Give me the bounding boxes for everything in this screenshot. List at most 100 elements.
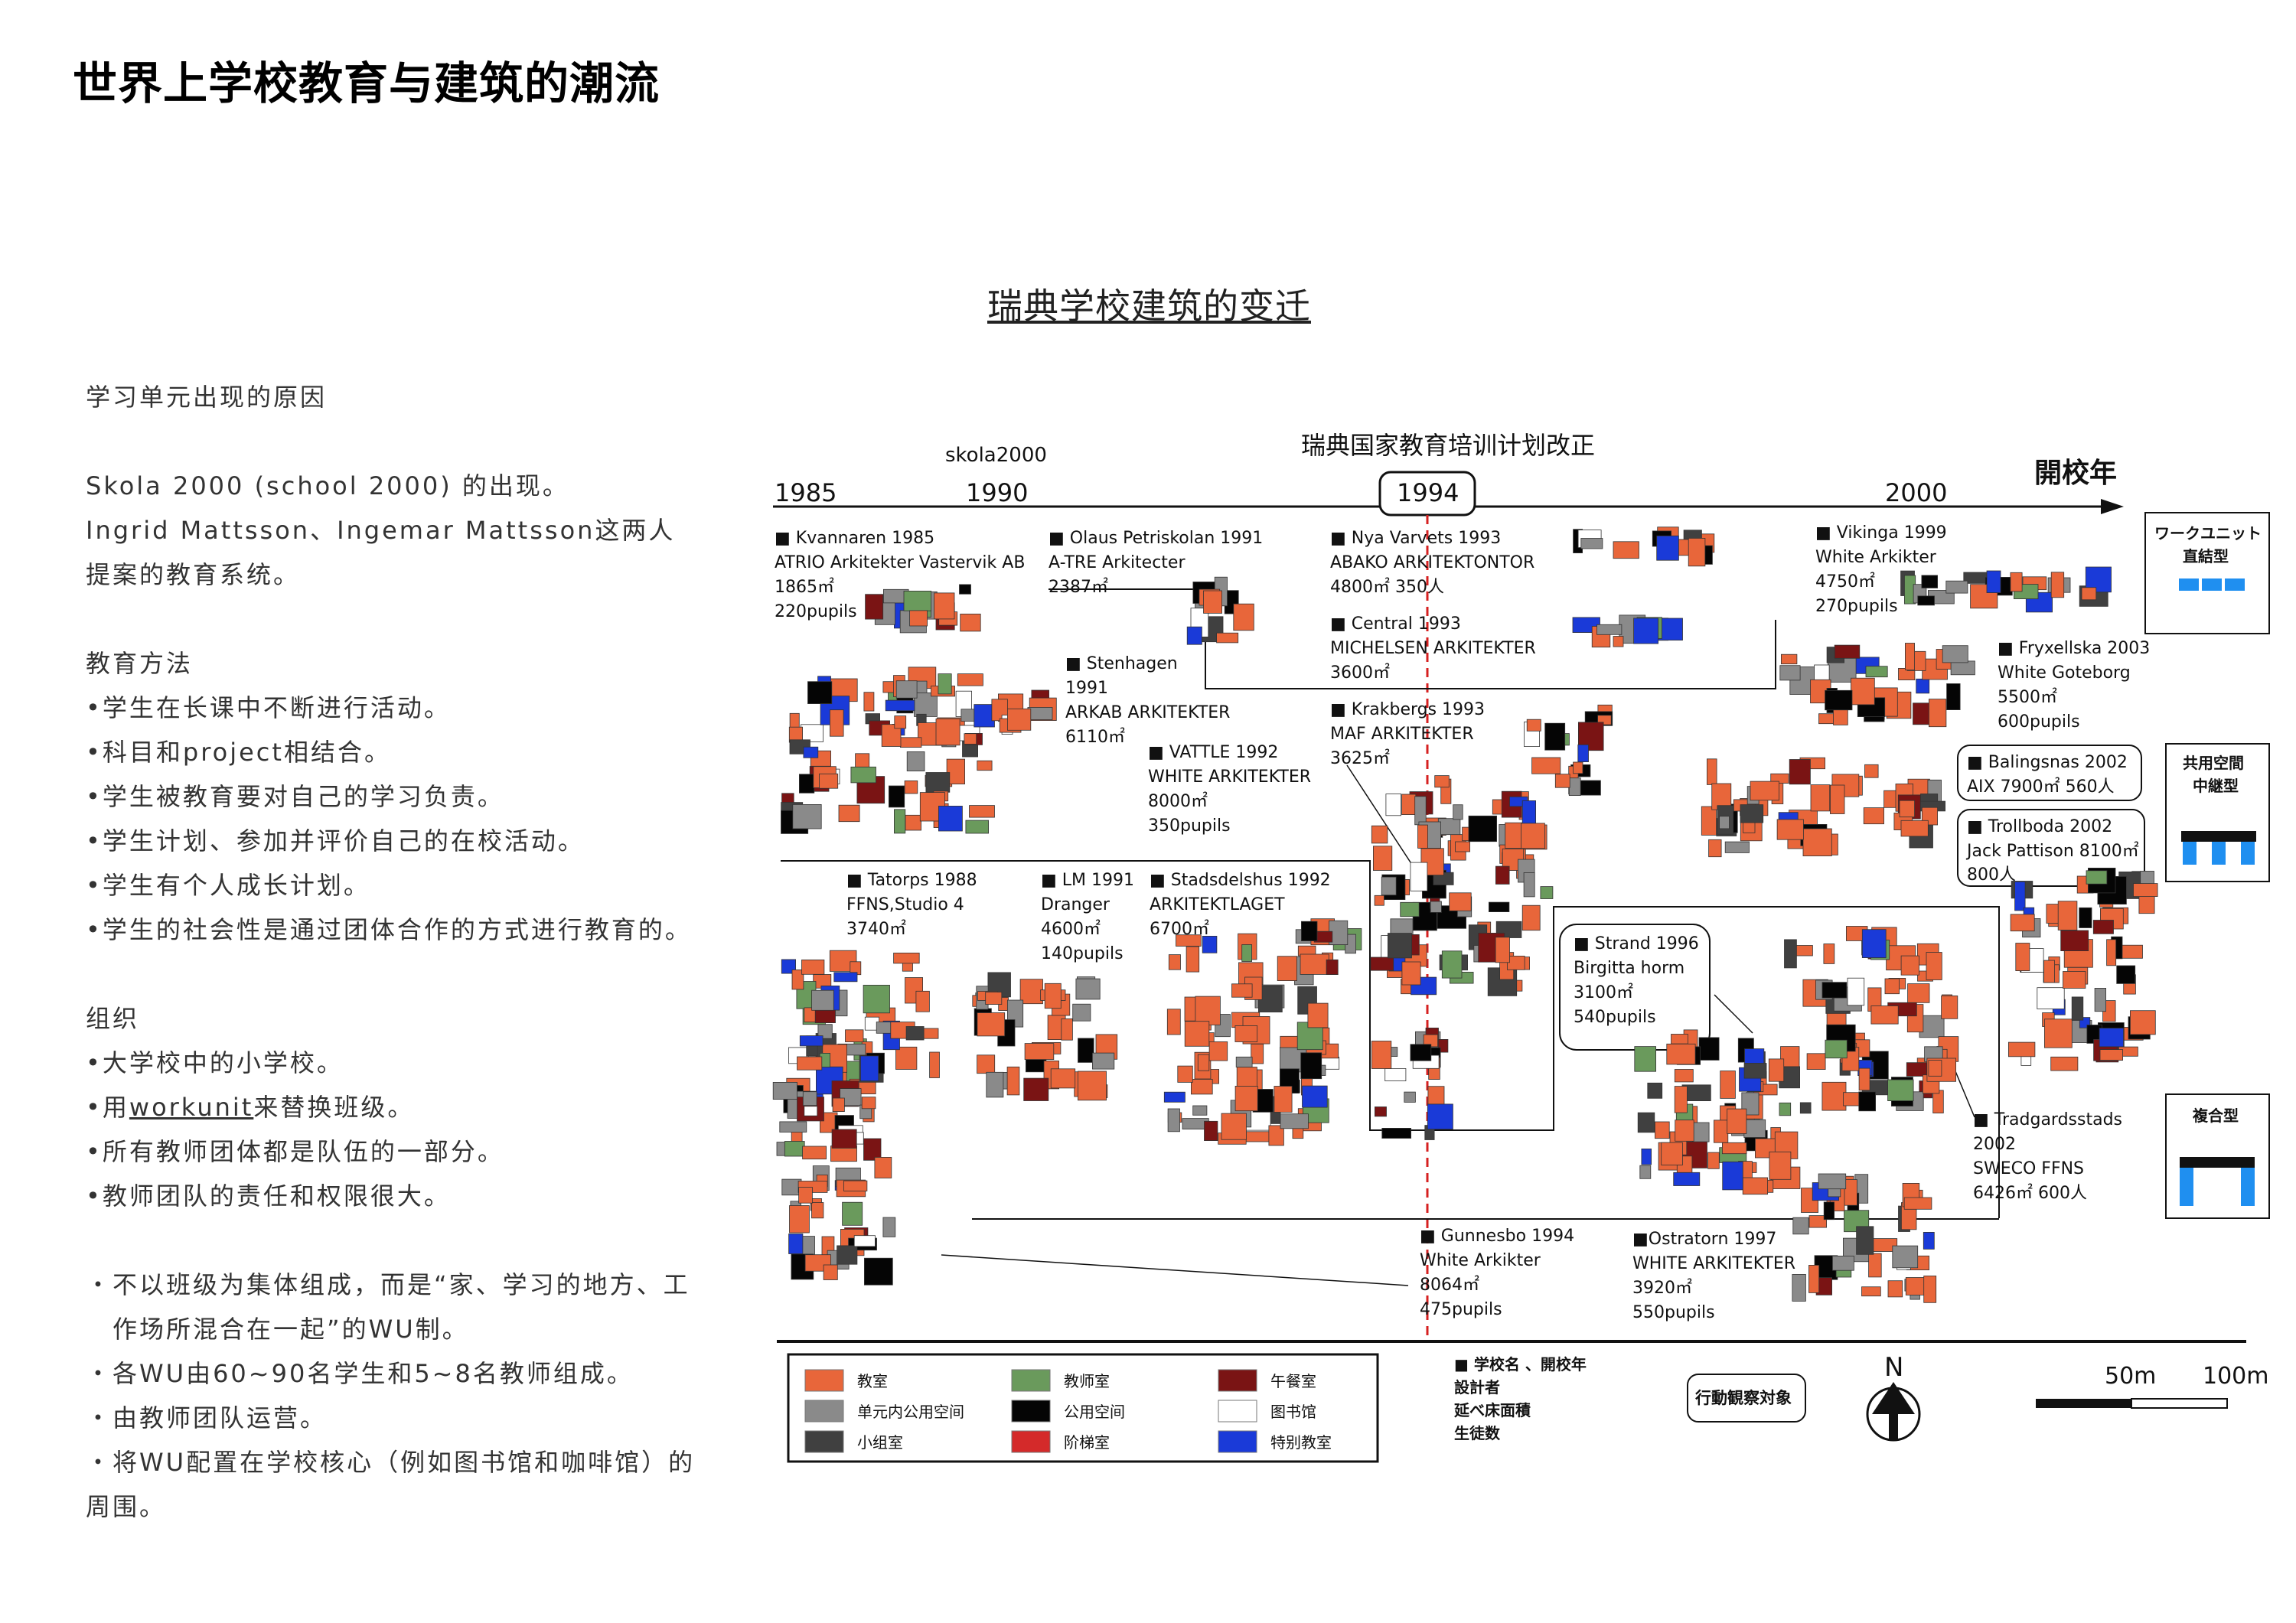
plan-room — [1671, 1034, 1688, 1045]
plan-room — [1780, 653, 1798, 665]
school-name: ■ Trollboda 2002 — [1967, 817, 2112, 836]
plan-room — [1596, 624, 1623, 635]
axis-label: 開校年 — [2034, 458, 2117, 489]
school-pupils: 475pupils — [1420, 1300, 1502, 1319]
plan-room — [811, 1202, 824, 1219]
building-plan — [1572, 614, 1683, 648]
method-5: •学生有个人成长计划。 — [86, 871, 370, 900]
gunnesbo-leader — [941, 1254, 1409, 1286]
school-info: 6426㎡ 600人 — [1973, 1183, 2087, 1203]
plan-room — [1932, 1090, 1944, 1114]
type-relay-line2: 中継型 — [2193, 777, 2239, 795]
school-area: 2387㎡ — [1049, 577, 1108, 597]
building-plan — [1186, 576, 1254, 645]
plan-room — [1208, 1041, 1228, 1061]
plan-room — [2129, 1010, 2156, 1035]
plan-room — [1654, 1121, 1670, 1139]
type-box-frame — [2144, 512, 2270, 634]
building-plan — [1701, 757, 1945, 858]
plan-room — [876, 1022, 892, 1034]
plan-room — [1887, 1280, 1903, 1298]
note-5: ・将WU配置在学校核心（例如图书馆和咖啡馆）的 — [86, 1448, 696, 1477]
plan-room — [959, 584, 971, 595]
plan-room — [2010, 572, 2023, 592]
plan-room — [2015, 943, 2030, 971]
school-architect: ARKITEKTLAGET — [1150, 895, 1285, 914]
school-name: ■ Kvannaren 1985 — [775, 529, 934, 548]
type-relay-unit — [2183, 842, 2197, 865]
plan-room — [1792, 1274, 1806, 1302]
plan-room — [965, 820, 990, 834]
plan-room — [1675, 1119, 1694, 1142]
plan-room — [2063, 971, 2086, 989]
plan-room — [874, 1157, 892, 1178]
school-architect: A-TRE Arkitecter — [1049, 553, 1186, 572]
plan-room — [914, 693, 938, 717]
plan-room — [2010, 914, 2035, 932]
plan-room — [1204, 1120, 1218, 1142]
plan-room — [1044, 983, 1062, 1009]
plan-room — [1823, 943, 1835, 964]
building-plan — [1784, 926, 1959, 1114]
school-name: ■ Balingsnas 2002 — [1967, 753, 2128, 772]
plan-room — [2138, 894, 2155, 914]
building-plan — [991, 689, 1057, 735]
plan-room — [1708, 839, 1722, 858]
school-pupils: 550pupils — [1632, 1303, 1715, 1322]
plan-room — [1740, 804, 1764, 823]
plan-room — [1023, 1077, 1049, 1101]
plan-room — [1769, 1151, 1792, 1180]
plan-room — [1858, 1067, 1870, 1091]
note-4: ・由教师团队运营。 — [86, 1403, 328, 1432]
plan-room — [863, 985, 890, 1014]
plan-room — [1061, 1018, 1073, 1041]
plan-room — [2094, 988, 2107, 1012]
plan-room — [946, 758, 965, 784]
plan-room — [1453, 804, 1463, 820]
plan-room — [2133, 883, 2158, 897]
plan-room — [1863, 807, 1884, 825]
plan-room — [1806, 1053, 1826, 1071]
org-workunit: •用workunit来替换班级。 — [86, 1085, 759, 1129]
plan-room — [830, 709, 844, 737]
plan-room — [1861, 1286, 1881, 1297]
plan-room — [1673, 1172, 1701, 1186]
plan-room — [1400, 901, 1420, 917]
school-architect: Birgitta horm — [1574, 959, 1684, 978]
plan-room — [807, 681, 833, 705]
north-arrow-head — [1872, 1382, 1915, 1414]
plan-room — [779, 1121, 807, 1133]
group-boundary-top — [1049, 588, 1776, 689]
observe-label: 行動観察対象 — [1694, 1389, 1792, 1407]
plan-room — [1468, 815, 1497, 842]
plan-room — [833, 972, 858, 983]
school-area: 3100㎡ — [1574, 983, 1633, 1002]
plan-room — [1401, 794, 1417, 816]
key-line-2: 設計者 — [1454, 1378, 1500, 1396]
plan-room — [861, 1097, 876, 1110]
plan-room — [1900, 955, 1919, 976]
plan-room — [1167, 1108, 1180, 1133]
plan-room — [1495, 865, 1510, 885]
plan-room — [1907, 983, 1930, 1003]
school-year: 1991 — [1065, 679, 1108, 698]
plan-room — [977, 1054, 996, 1074]
plan-room — [977, 760, 993, 771]
plan-room — [1568, 777, 1581, 797]
plan-room — [1186, 946, 1200, 973]
plan-room — [885, 699, 915, 712]
plan-room — [1724, 841, 1750, 853]
plan-room — [1916, 678, 1930, 694]
workunit-link[interactable]: workunit — [129, 1093, 254, 1122]
plan-room — [1234, 1086, 1258, 1112]
type-relay-unit — [2212, 842, 2226, 865]
plan-room — [1986, 570, 2001, 594]
plan-room — [1078, 1071, 1107, 1101]
plan-room — [1768, 1058, 1785, 1082]
plan-room — [1404, 1091, 1416, 1103]
plan-room — [772, 1082, 797, 1100]
legend-swatch — [804, 1369, 844, 1392]
plan-room — [1027, 707, 1053, 720]
plan-room — [1163, 1091, 1186, 1103]
school-name: ■ Krakbergs 1993 — [1330, 700, 1485, 719]
